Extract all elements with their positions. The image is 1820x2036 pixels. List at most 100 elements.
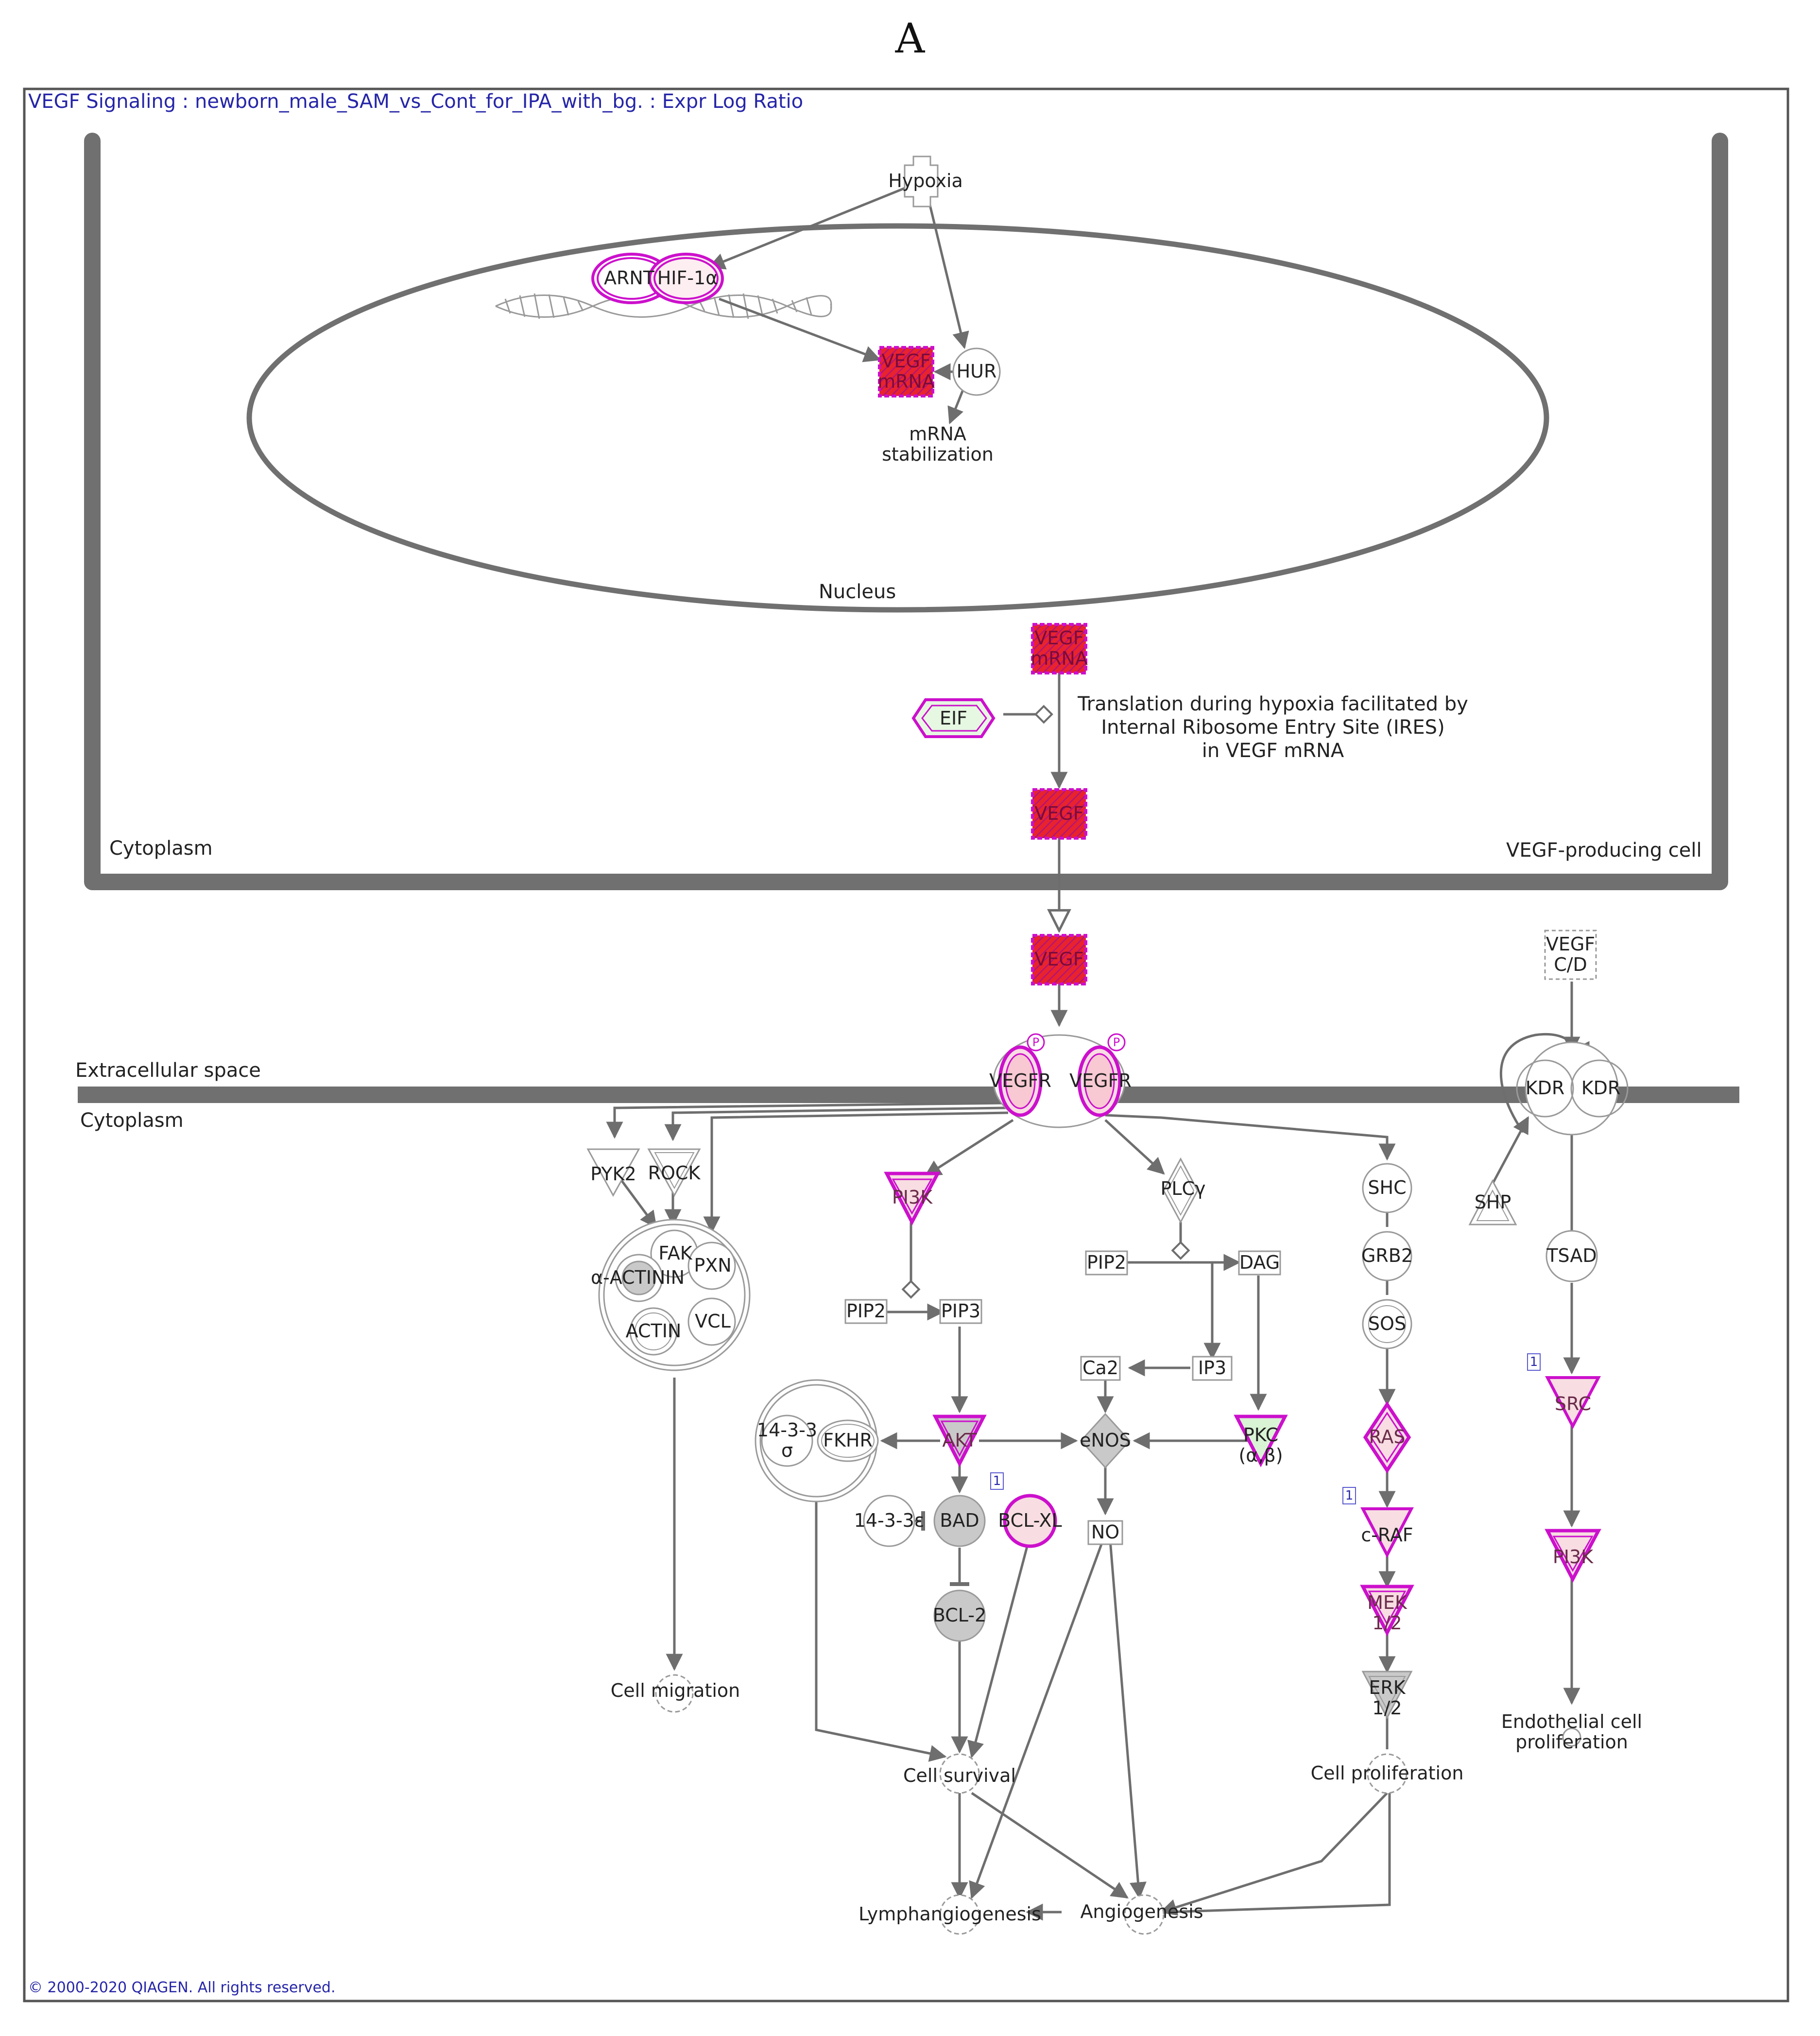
vegf-mrna-a-shape	[878, 346, 934, 397]
node-pip2-a[interactable]: PIP2	[846, 1300, 886, 1322]
cell-prolif-gear-icon	[1367, 1753, 1408, 1794]
ca2-shape	[1080, 1356, 1121, 1381]
node-hif1a[interactable]: HIF-1α	[657, 267, 718, 289]
node-grb2[interactable]: GRB2	[1361, 1245, 1413, 1267]
erk-shape	[1361, 1671, 1413, 1720]
node-dag[interactable]: DAG	[1239, 1252, 1280, 1274]
plcg-shape	[1163, 1157, 1199, 1224]
pxn-shape	[687, 1242, 736, 1290]
node-kdr-2[interactable]: KDR	[1581, 1077, 1621, 1099]
node-erk[interactable]: ERK 1/2	[1369, 1677, 1406, 1719]
node-eif[interactable]: EIF	[939, 707, 968, 729]
node-14-3-3-sigma[interactable]: 14-3-3 σ	[756, 1419, 818, 1461]
node-rock[interactable]: ROCK	[648, 1162, 701, 1184]
node-angio[interactable]: Angiogenesis	[1080, 1901, 1203, 1923]
nucleus-envelope	[246, 223, 1549, 613]
node-cell-prolif[interactable]: Cell proliferation	[1310, 1762, 1464, 1784]
eif-shape	[911, 698, 996, 738]
node-cell-survival[interactable]: Cell survival	[903, 1765, 1016, 1787]
shc-shape	[1362, 1163, 1412, 1213]
node-pip2-b[interactable]: PIP2	[1086, 1252, 1127, 1274]
plasma-membrane	[78, 1087, 1739, 1103]
rock-shape	[647, 1148, 701, 1197]
node-shp[interactable]: SHP	[1474, 1191, 1511, 1213]
node-fkhr[interactable]: FKHR	[823, 1430, 873, 1451]
node-lymphangio[interactable]: Lymphangiogenesis	[858, 1903, 1041, 1925]
node-vegf-cd[interactable]: VEGF C/D	[1545, 933, 1596, 975]
node-actinin[interactable]: α-ACTININ	[590, 1267, 685, 1289]
node-plcg[interactable]: PLCγ	[1160, 1178, 1206, 1200]
node-ip3[interactable]: IP3	[1198, 1357, 1227, 1379]
pip3-shape	[939, 1299, 982, 1324]
node-shapes	[586, 155, 1629, 1935]
badge-craf: 1	[1342, 1487, 1356, 1504]
dag-shape	[1238, 1250, 1281, 1276]
node-hur[interactable]: HUR	[956, 361, 997, 382]
node-bad[interactable]: BAD	[940, 1510, 979, 1532]
pkc-shape	[1234, 1415, 1288, 1467]
phospho-1-label: P	[1032, 1035, 1040, 1049]
node-vegf-a[interactable]: VEGF	[1034, 803, 1084, 825]
node-src[interactable]: SRC	[1554, 1393, 1592, 1415]
hur-shape	[952, 347, 1001, 396]
node-pxn[interactable]: PXN	[694, 1255, 732, 1277]
enos-shape	[1080, 1413, 1131, 1469]
node-bclxl[interactable]: BCL-XL	[998, 1510, 1062, 1532]
endothelial-gear-icon	[1562, 1727, 1581, 1747]
node-no[interactable]: NO	[1091, 1521, 1120, 1543]
ires-line-1: Translation during hypoxia facilitated b…	[1078, 693, 1468, 715]
node-fak[interactable]: FAK	[658, 1242, 692, 1264]
cytoplasm-top-label: Cytoplasm	[109, 837, 213, 860]
node-hypoxia[interactable]: Hypoxia	[888, 170, 963, 191]
sos-shape	[1362, 1299, 1412, 1349]
producing-cell-label: VEGF-producing cell	[1506, 839, 1702, 862]
dna-helix-icon	[495, 293, 832, 319]
node-shc[interactable]: SHC	[1368, 1177, 1407, 1199]
node-ras[interactable]: RAS	[1369, 1426, 1406, 1448]
mek-shape	[1360, 1585, 1414, 1637]
hypoxia-shape	[904, 155, 939, 207]
fkhr-shape	[817, 1419, 879, 1462]
ras-shape	[1363, 1401, 1411, 1474]
fourteen33e-shape	[863, 1495, 915, 1547]
vegf-b-shape	[1031, 934, 1087, 985]
node-pip3[interactable]: PIP3	[941, 1300, 981, 1322]
nucleus-label: Nucleus	[819, 581, 896, 603]
bad-shape	[933, 1495, 986, 1547]
node-vegf-mrna-a[interactable]: VEGF mRNA	[877, 350, 935, 392]
bclxl-shape	[1003, 1494, 1057, 1548]
node-mek[interactable]: MEK 1/2	[1367, 1592, 1407, 1634]
node-bcl2[interactable]: BCL-2	[932, 1605, 987, 1626]
node-actin[interactable]: ACTIN	[625, 1320, 682, 1342]
pathway-title: VEGF Signaling : newborn_male_SAM_vs_Con…	[28, 90, 804, 113]
pathway-frame	[23, 87, 1789, 2002]
node-craf[interactable]: c-RAF	[1361, 1524, 1413, 1546]
node-sos[interactable]: SOS	[1368, 1313, 1407, 1335]
node-pyk2[interactable]: PYK2	[590, 1163, 636, 1185]
node-endothelial[interactable]: Endothelial cell proliferation	[1501, 1711, 1643, 1753]
node-vegf-mrna-b[interactable]: VEGF mRNA	[1030, 627, 1088, 669]
cell-survival-gear-icon	[939, 1753, 980, 1794]
src-shape	[1545, 1376, 1601, 1430]
ires-annotation: Translation during hypoxia facilitated b…	[1064, 692, 1482, 762]
tsad-shape	[1545, 1230, 1598, 1282]
node-14-3-3-epsilon[interactable]: 14-3-3ε	[854, 1510, 925, 1532]
node-akt[interactable]: AKT	[942, 1430, 977, 1451]
node-vcl[interactable]: VCL	[695, 1311, 731, 1332]
vcl-shape	[687, 1297, 736, 1346]
node-pkc[interactable]: PKC (α,β)	[1238, 1424, 1283, 1466]
node-pi3k-right[interactable]: PI3K	[1552, 1546, 1594, 1568]
node-pi3k[interactable]: PI3K	[892, 1187, 933, 1208]
node-mrna-stab[interactable]: mRNA stabilization	[882, 423, 994, 465]
vegf-a-shape	[1031, 788, 1087, 840]
node-cell-migration[interactable]: Cell migration	[610, 1680, 740, 1702]
node-enos[interactable]: eNOS	[1080, 1430, 1131, 1451]
node-vegf-b[interactable]: VEGF	[1034, 949, 1084, 970]
node-tsad[interactable]: TSAD	[1546, 1245, 1597, 1267]
node-ca2[interactable]: Ca2	[1082, 1357, 1118, 1379]
node-kdr-1[interactable]: KDR	[1525, 1077, 1565, 1099]
badge-src: 1	[1527, 1353, 1541, 1371]
node-vegfr-1[interactable]: VEGFR	[989, 1070, 1051, 1092]
node-arnt[interactable]: ARNT	[603, 267, 655, 289]
node-vegfr-2[interactable]: VEGFR	[1069, 1070, 1132, 1092]
